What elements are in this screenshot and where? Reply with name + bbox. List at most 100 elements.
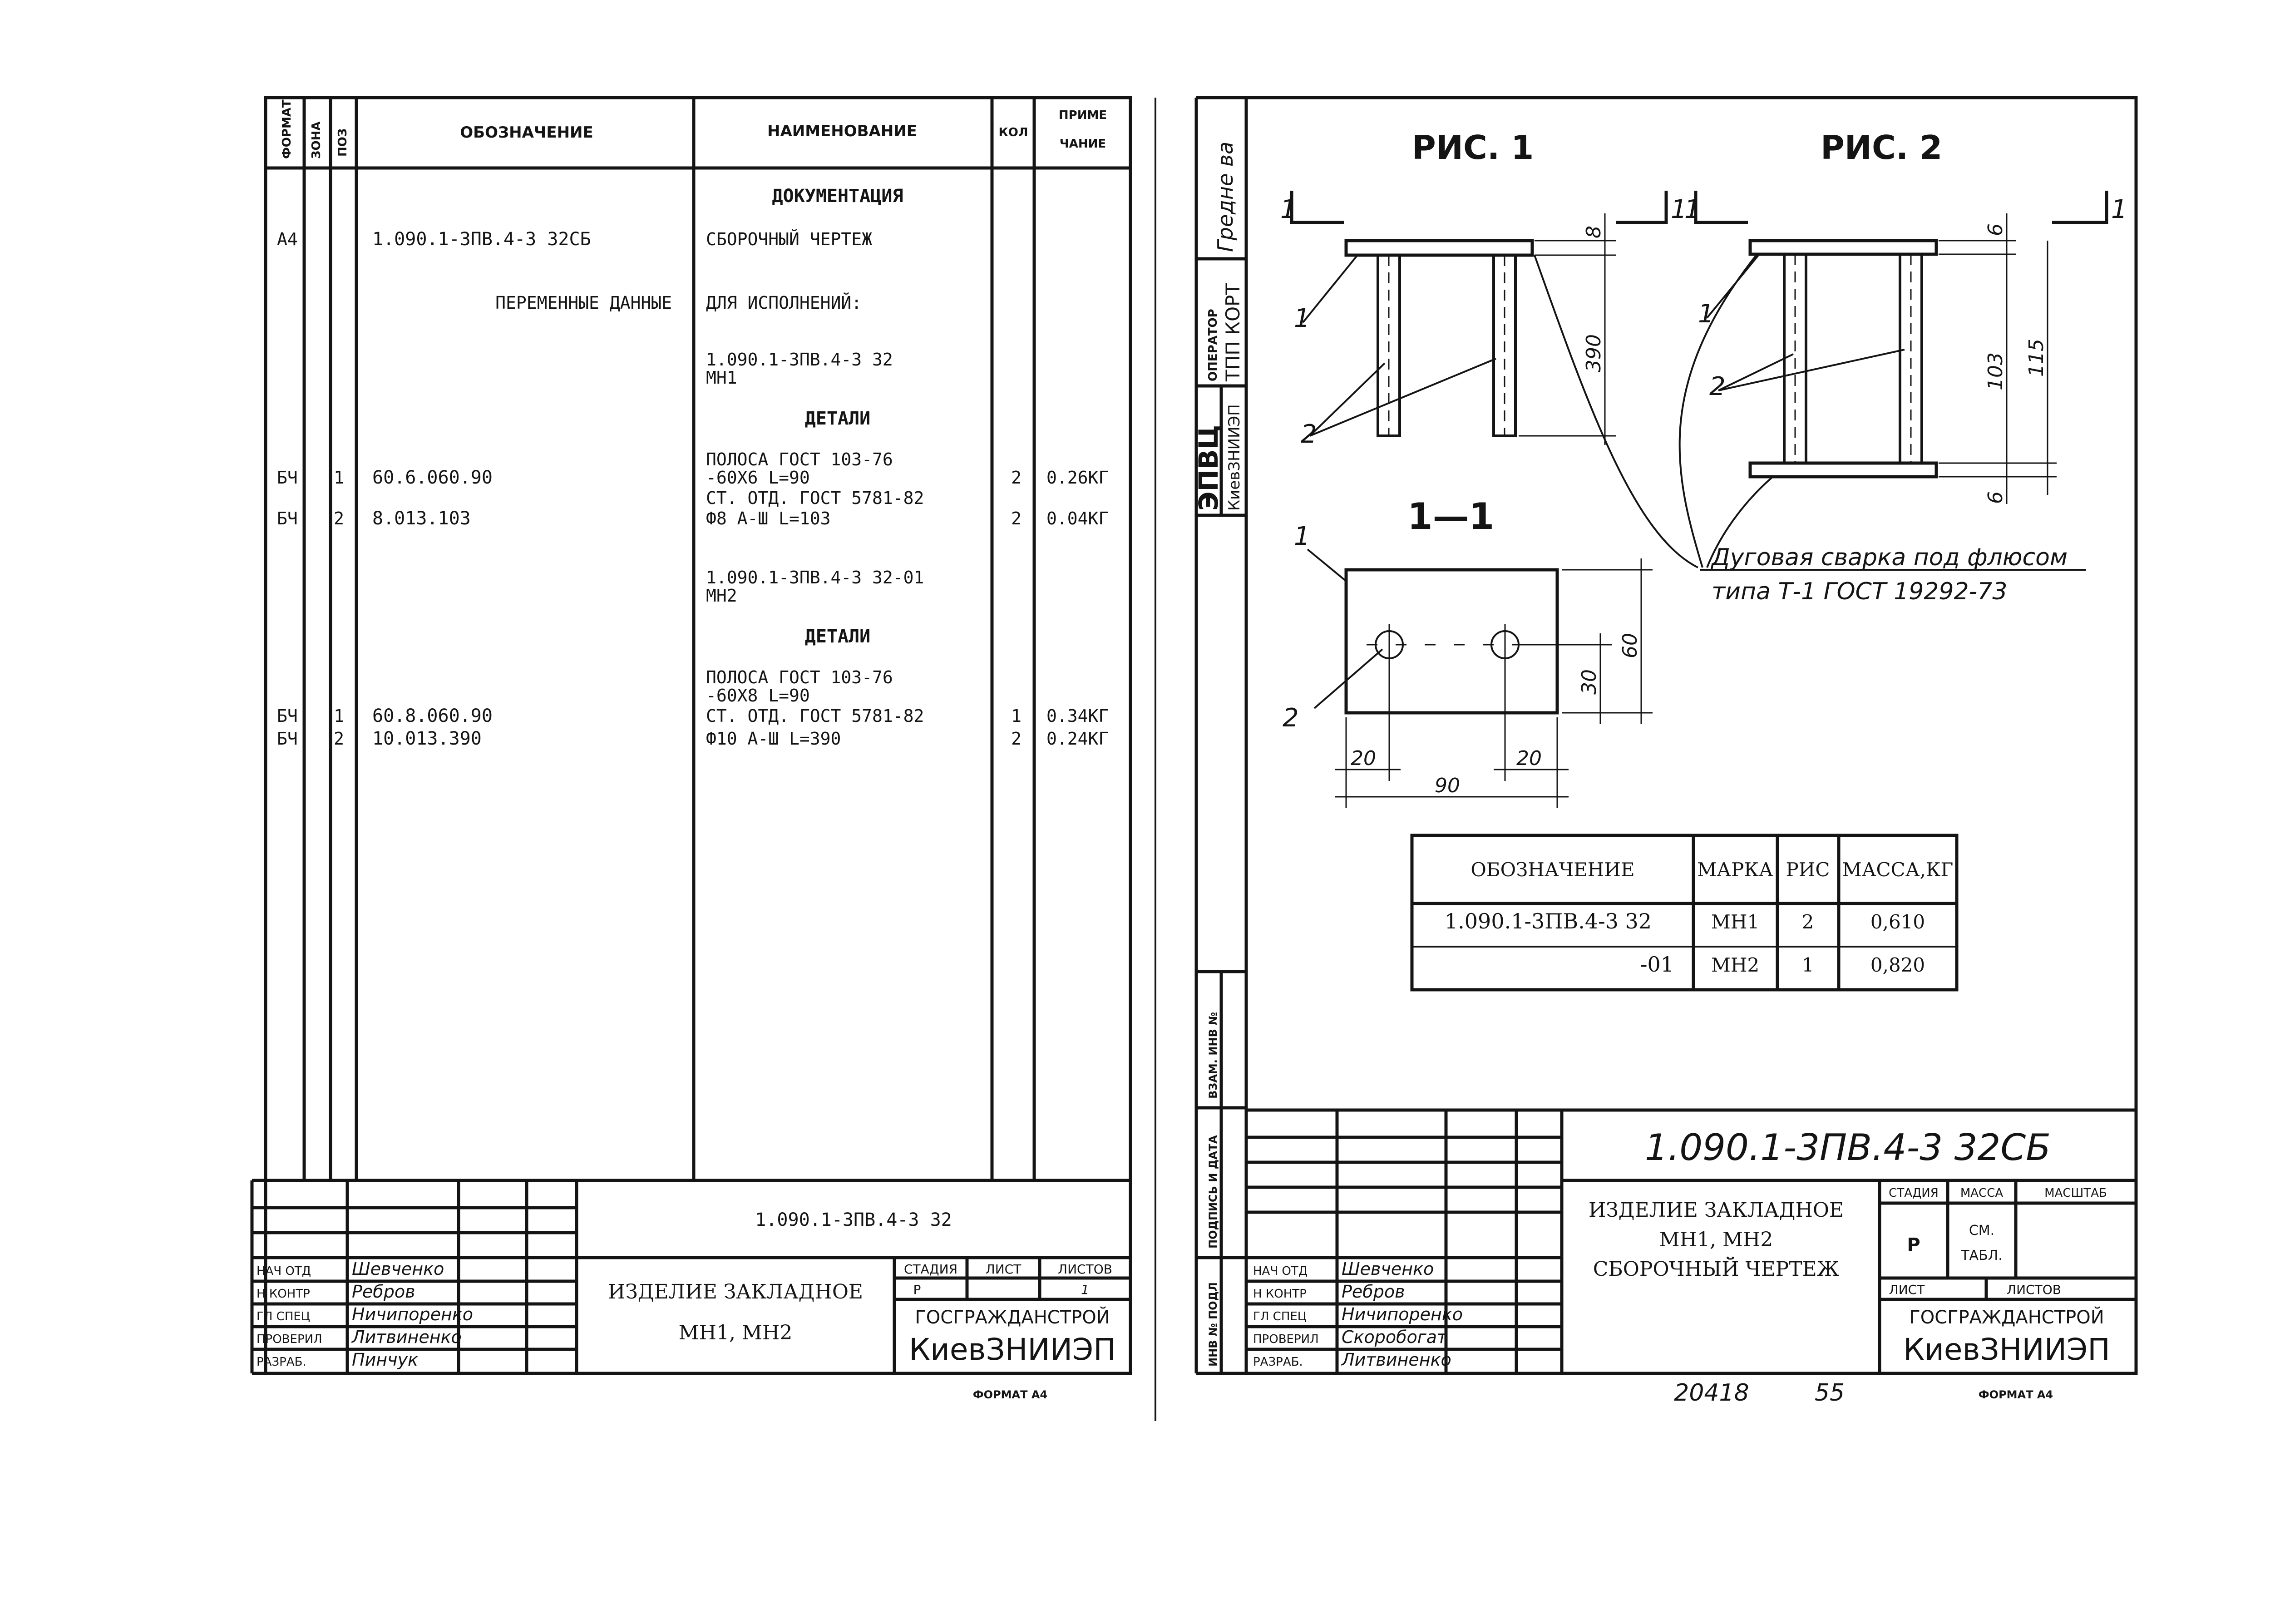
section-mark-fig1-right: 1 bbox=[1671, 195, 1687, 224]
fig1-drawing bbox=[1290, 191, 1668, 445]
section-mark-fig2-right: 1 bbox=[2111, 195, 2127, 224]
fig1-leader-2: 2 bbox=[1301, 420, 1317, 449]
spec-row-pos: 1 bbox=[334, 468, 344, 488]
stamp-inv-orig-label: ИНВ № ПОДЛ bbox=[1207, 1282, 1219, 1367]
spec-row-name: ДЛЯ ИСПОЛНЕНИЙ: bbox=[706, 293, 862, 313]
right-org-top: ГОСГРАЖДАНСТРОЙ bbox=[1909, 1306, 2104, 1328]
role-label: РАЗРАБ. bbox=[1253, 1355, 1303, 1369]
role-label: ГЛ СПЕЦ bbox=[1253, 1310, 1307, 1323]
role-label: РАЗРАБ. bbox=[257, 1355, 306, 1369]
spec-row-format: А4 bbox=[277, 229, 298, 249]
spec-row-qty: 1 bbox=[1011, 706, 1022, 726]
section-mark-fig2-left: 1 bbox=[1684, 195, 1701, 224]
stamp-sign-label: ПОДПИСЬ И ДАТА bbox=[1207, 1135, 1219, 1249]
spec-table-body: ДОКУМЕНТАЦИЯ А4 1.090.1-3ПВ.4-3 32СБ СБОРОЧ… bbox=[277, 186, 1109, 749]
spec-row-name: МН1 bbox=[706, 368, 737, 388]
spec-row-format: БЧ bbox=[277, 508, 298, 528]
role-label: НАЧ ОТД bbox=[257, 1264, 311, 1278]
weld-note-1: Дуговая сварка под флюсом bbox=[1711, 544, 2068, 571]
section-drawing bbox=[1307, 548, 1653, 808]
mark-hdr-designation: ОБОЗНАЧЕНИЕ bbox=[1471, 859, 1634, 881]
hdr-pos: ПОЗ bbox=[336, 128, 350, 157]
mark-hdr-ris: РИС bbox=[1786, 859, 1830, 881]
role-label: ПРОВЕРИЛ bbox=[257, 1333, 322, 1346]
spec-row-format: БЧ bbox=[277, 729, 298, 749]
fig1-leader-1: 1 bbox=[1294, 304, 1310, 333]
right-org-bottom: КиевЗНИИЭП bbox=[1903, 1332, 2110, 1367]
spec-row-name: ДЕТАЛИ bbox=[805, 626, 871, 647]
archive-number: 20418 bbox=[1674, 1379, 1749, 1407]
dim-sect-edge-left: 20 bbox=[1351, 747, 1376, 770]
right-doc-code: 1.090.1-3ПВ.4-3 32СБ bbox=[1645, 1126, 2051, 1169]
right-stage-value: Р bbox=[1907, 1234, 1920, 1255]
hdr-designation: ОБОЗНАЧЕНИЕ bbox=[460, 123, 593, 142]
left-format-note: ФОРМАТ А4 bbox=[973, 1388, 1047, 1401]
spec-row-name: ДОКУМЕНТАЦИЯ bbox=[772, 186, 903, 207]
spec-row-designation: 60.8.060.90 bbox=[372, 706, 493, 726]
role-name: Литвиненко bbox=[351, 1327, 462, 1347]
role-label: Н КОНТР bbox=[1253, 1287, 1307, 1301]
hdr-note-2: ЧАНИЕ bbox=[1060, 137, 1106, 151]
spec-row-name: СТ. ОТД. ГОСТ 5781-82 bbox=[706, 706, 924, 726]
dim-fig1-height: 390 bbox=[1582, 334, 1605, 372]
fig1-title: РИС. 1 bbox=[1412, 128, 1534, 167]
hdr-format: ФОРМАТ bbox=[280, 99, 294, 159]
role-name: Шевченко bbox=[1342, 1259, 1434, 1279]
dim-sect-width: 90 bbox=[1435, 774, 1460, 797]
sect-leader-1: 1 bbox=[1294, 522, 1310, 551]
role-name: Ребров bbox=[1342, 1282, 1405, 1302]
mark-r1-mass: 0,610 bbox=[1870, 911, 1925, 933]
role-name: Литвиненко bbox=[1341, 1350, 1451, 1370]
right-mass-value-2: ТАБЛ. bbox=[1960, 1248, 2003, 1264]
right-stage-label: СТАДИЯ bbox=[1889, 1186, 1939, 1200]
spec-row-name: ПОЛОСА ГОСТ 103-76 bbox=[706, 449, 893, 469]
right-title-1: ИЗДЕЛИЕ ЗАКЛАДНОЕ bbox=[1589, 1199, 1844, 1222]
stamp-epvc: ЭПВЦ bbox=[1193, 425, 1224, 511]
role-name: Пинчук bbox=[352, 1350, 418, 1370]
left-sheet-frame bbox=[250, 96, 1132, 1375]
fig2-leader-2: 2 bbox=[1709, 372, 1726, 401]
dim-fig2-inner: 103 bbox=[1984, 352, 2007, 390]
section-mark-fig1-left: 1 bbox=[1280, 195, 1297, 224]
role-label: Н КОНТР bbox=[257, 1287, 310, 1301]
spec-row-name: 1.090.1-3ПВ.4-3 32 bbox=[706, 350, 893, 370]
page-number: 55 bbox=[1815, 1379, 1845, 1407]
right-sheet-frame bbox=[1194, 96, 2138, 1375]
spec-row-format: БЧ bbox=[277, 706, 298, 726]
mark-table-grid bbox=[1410, 834, 1959, 992]
role-label: НАЧ ОТД bbox=[1253, 1264, 1308, 1278]
section-title: 1—1 bbox=[1407, 495, 1494, 538]
spec-row-qty: 2 bbox=[1011, 508, 1022, 528]
spec-row-name: 1.090.1-3ПВ.4-3 32-01 bbox=[706, 568, 924, 587]
right-title-2: МН1, МН2 bbox=[1659, 1228, 1773, 1251]
dim-fig1-plate: 8 bbox=[1582, 226, 1605, 238]
spec-row-designation: 1.090.1-3ПВ.4-3 32СБ bbox=[372, 229, 591, 250]
spec-row-designation: 60.6.060.90 bbox=[372, 467, 493, 488]
stamp-name-top: Гредне ва bbox=[1213, 142, 1238, 252]
right-sheet-label: ЛИСТ bbox=[1889, 1282, 1925, 1297]
role-name: Ничипоренко bbox=[1342, 1304, 1463, 1324]
spec-row-name: СБОРОЧНЫЙ ЧЕРТЕЖ bbox=[706, 229, 872, 249]
mark-r1-designation: 1.090.1-3ПВ.4-3 32 bbox=[1445, 909, 1652, 933]
left-doc-code: 1.090.1-3ПВ.4-3 32 bbox=[755, 1209, 952, 1230]
mark-r2-marka: МН2 bbox=[1711, 954, 1759, 976]
left-org-bottom: КиевЗНИИЭП bbox=[909, 1332, 1116, 1367]
spec-row-qty: 2 bbox=[1011, 468, 1022, 488]
role-name: Ничипоренко bbox=[352, 1304, 473, 1324]
left-sheet-label: ЛИСТ bbox=[986, 1262, 1022, 1277]
left-stage-label: СТАДИЯ bbox=[904, 1262, 957, 1277]
mark-hdr-mass: МАССА,КГ bbox=[1842, 859, 1954, 881]
role-name: Шевченко bbox=[352, 1259, 444, 1279]
mark-r2-mass: 0,820 bbox=[1870, 954, 1925, 976]
right-format-note: ФОРМАТ А4 bbox=[1979, 1388, 2053, 1401]
dim-sect-edge-right: 20 bbox=[1516, 747, 1542, 770]
right-title-3: СБОРОЧНЫЙ ЧЕРТЕЖ bbox=[1593, 1256, 1839, 1281]
spec-row-pos: 1 bbox=[334, 706, 344, 726]
dim-fig2-plate-top: 6 bbox=[1984, 223, 2007, 236]
spec-row-name: ПОЛОСА ГОСТ 103-76 bbox=[706, 667, 893, 687]
hdr-qty: КОЛ bbox=[999, 126, 1028, 139]
mark-hdr-marka: МАРКА bbox=[1697, 859, 1773, 881]
weld-note-2: типа Т-1 ГОСТ 19292-73 bbox=[1712, 578, 2007, 605]
stamp-operator-value: ТПП КОРТ bbox=[1222, 283, 1244, 382]
fig2-leader-1: 1 bbox=[1698, 299, 1714, 329]
